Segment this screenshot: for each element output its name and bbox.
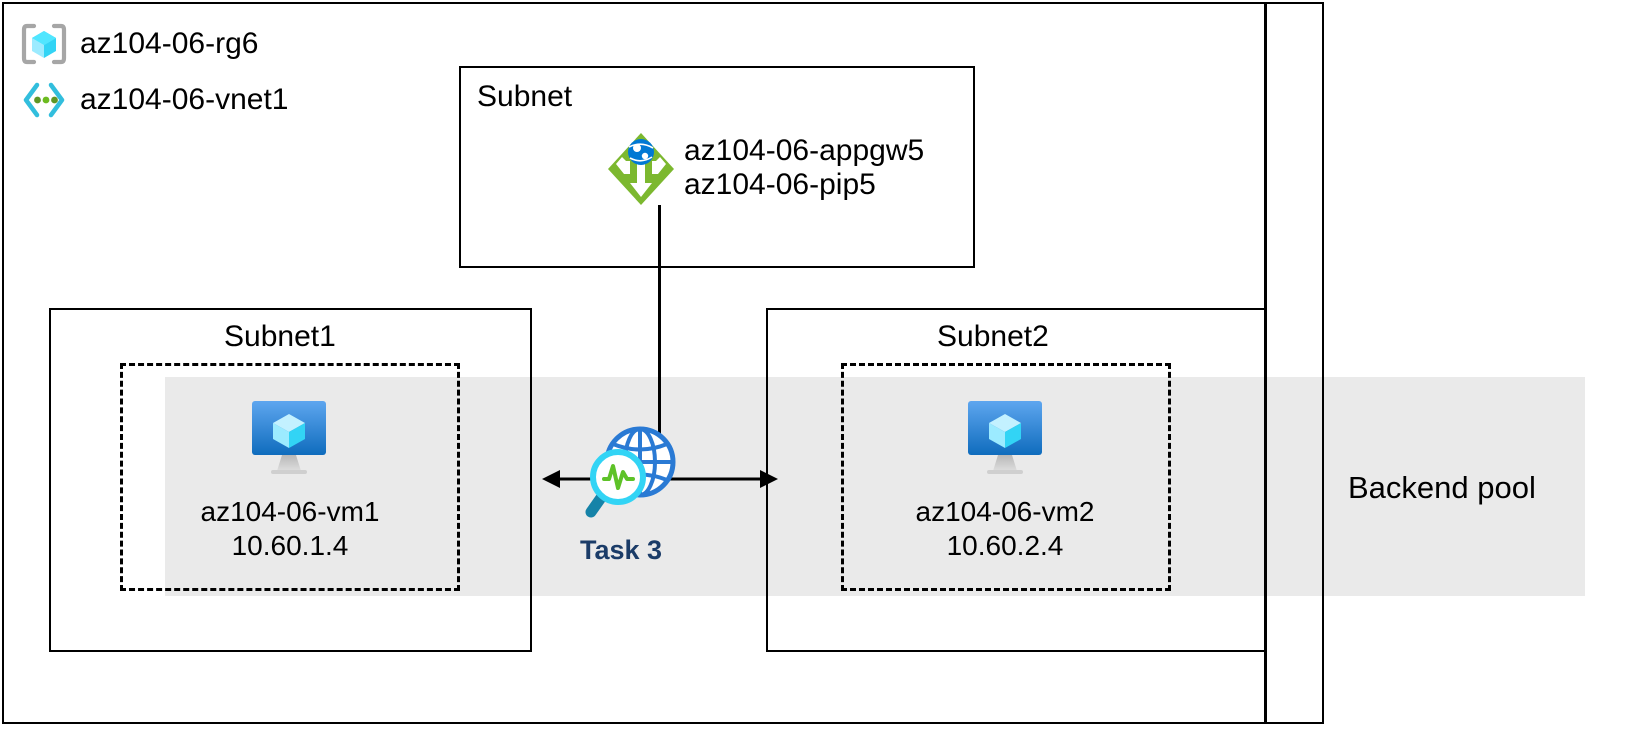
virtual-network-icon <box>22 82 66 118</box>
virtual-machine-icon <box>965 398 1045 476</box>
virtual-machine-icon <box>249 398 329 476</box>
vm2-ip: 10.60.2.4 <box>946 530 1064 562</box>
app-gateway-name-line1: az104-06-appgw5 <box>684 134 925 167</box>
vm1-name: az104-06-vm1 <box>200 496 380 527</box>
legend-label-resource-group: az104-06-rg6 <box>80 27 259 60</box>
network-watcher-task-label: Task 3 <box>580 535 663 565</box>
legend-label-virtual-network: az104-06-vnet1 <box>80 83 289 116</box>
vm1-ip: 10.60.1.4 <box>231 530 349 562</box>
subnet-gateway-title: Subnet <box>477 80 573 113</box>
vm2-name: az104-06-vm2 <box>915 496 1095 527</box>
virtual-network-right-edge <box>1264 2 1267 724</box>
backend-pool-band <box>165 377 1585 596</box>
subnet1-vm-group <box>120 363 460 591</box>
app-gateway-name-line2: az104-06-pip5 <box>684 167 876 201</box>
network-watcher-icon <box>580 422 676 522</box>
backend-pool-label: Backend pool <box>1348 470 1536 505</box>
subnet2-vm-group <box>841 363 1171 591</box>
resource-group-box <box>2 2 1324 724</box>
connector-appgw-to-watcher <box>658 205 661 455</box>
subnet1-title: Subnet1 <box>224 320 336 353</box>
legend-item-virtual-network: az104-06-vnet1 <box>22 82 288 118</box>
subnet-gateway-box <box>459 66 975 268</box>
subnet2-title: Subnet2 <box>937 320 1049 353</box>
application-gateway-icon <box>604 128 678 210</box>
subnet1-box <box>49 308 532 652</box>
resource-group-icon <box>21 22 67 66</box>
legend-item-resource-group: az104-06-rg6 <box>21 22 259 66</box>
